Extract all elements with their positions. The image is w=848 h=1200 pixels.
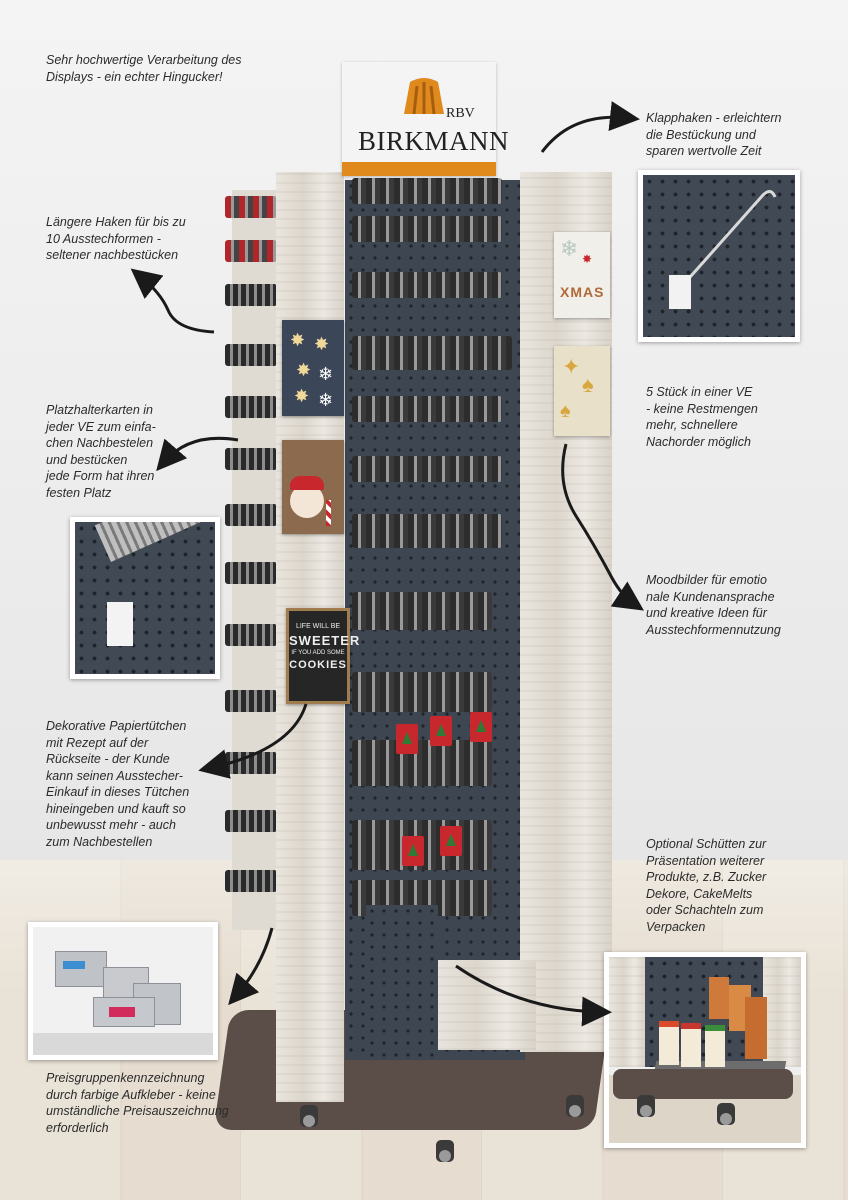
side-cutter <box>225 396 277 418</box>
mood-card-angel: ✦ ♠ ♠ <box>554 346 610 436</box>
chalk-line-1: LIFE WILL BE <box>295 623 341 630</box>
inset-photo-flip-hook <box>638 170 800 342</box>
cutter-row <box>352 396 502 422</box>
paper-bag <box>440 826 462 856</box>
chalk-line-3: IF YOU ADD SOME <box>291 650 345 656</box>
caption-flip-hooks: Klapphaken - erleichtern die Bestückung … <box>646 111 782 158</box>
caster-wheel <box>300 1105 318 1127</box>
mood-card-santa <box>282 440 344 534</box>
paper-bag <box>470 712 492 742</box>
caster-wheel <box>717 1103 735 1125</box>
caption-five-pieces: 5 Stück in einer VE - keine Restmengen m… <box>646 385 758 449</box>
price-sticker <box>63 961 85 969</box>
wood-column <box>763 957 801 1067</box>
chalk-line-4: COOKIES <box>289 659 347 671</box>
star-icon: ✸ <box>314 334 330 354</box>
tin <box>55 951 107 987</box>
star-icon: ✸ <box>296 360 312 380</box>
star-icon: ✸ <box>582 252 593 266</box>
sugar-jar <box>659 1021 679 1065</box>
caption-price-groups: Preisgruppenkennzeichnung durch farbige … <box>46 1071 229 1135</box>
brand-sub: RBV <box>446 106 475 121</box>
caption-paper-bags: Dekorative Papiertütchen mit Rezept auf … <box>46 719 190 849</box>
cutters-on-hook <box>94 522 207 562</box>
angel-icon: ♠ <box>560 400 571 422</box>
star-icon: ✸ <box>294 386 310 406</box>
star-icon: ✸ <box>290 330 306 350</box>
inset-photo-placeholder-card <box>70 517 220 679</box>
cutter-row <box>352 336 512 370</box>
cutter-row <box>352 672 492 712</box>
snowflake-icon: ❄ <box>318 390 334 410</box>
chalk-line-2: SWEETER <box>289 633 361 648</box>
angel-icon: ♠ <box>582 372 594 397</box>
caption-quality: Sehr hochwertige Verarbeitung des Displa… <box>46 53 242 84</box>
mood-card-stars: ✸ ✸ ✸ ❄ ✸ ❄ <box>282 320 344 416</box>
caption-mood-images: Moodbilder für emotio nale Kundenansprac… <box>646 573 781 637</box>
caption-hooks-long: Längere Haken für bis zu 10 Ausstechform… <box>46 215 186 262</box>
santa-hat-icon <box>290 476 324 490</box>
side-cutter <box>225 870 277 892</box>
wood-column-right <box>520 172 612 1052</box>
xmas-cookie-text: XMAS <box>560 284 605 300</box>
cutter-row <box>352 272 502 298</box>
caption-optional-bins: Optional Schütten zur Präsentation weite… <box>646 837 767 934</box>
display-base <box>613 1069 793 1099</box>
pegboard-photo <box>75 522 215 674</box>
tins-photo <box>33 927 213 1055</box>
cutter-row <box>352 514 502 548</box>
pegboard-photo <box>643 175 795 337</box>
table-surface <box>33 1033 213 1055</box>
pegboard-lower <box>366 905 438 1060</box>
brand-sign: RBV BIRKMANN <box>342 62 509 176</box>
side-cutter <box>225 240 277 262</box>
wood-column <box>609 957 645 1067</box>
side-rack <box>232 190 280 930</box>
cake-mold-logo-icon <box>404 78 444 115</box>
sugar-jar <box>681 1023 701 1067</box>
cutter-row <box>352 456 502 482</box>
cutter-row <box>352 592 492 630</box>
mood-card-xmas: ❄ ✸ XMAS <box>554 232 610 318</box>
side-cutter <box>225 690 277 712</box>
caster-wheel <box>436 1140 454 1162</box>
placeholder-card <box>107 602 133 646</box>
caster-wheel <box>637 1095 655 1117</box>
side-cutter <box>225 624 277 646</box>
side-cutter <box>225 504 277 526</box>
snowflake-icon: ❄ <box>318 364 334 384</box>
sugar-jar <box>705 1025 725 1067</box>
cutter-row <box>352 216 502 242</box>
paper-bag <box>430 716 452 746</box>
brand-band <box>342 162 496 176</box>
product-box <box>709 977 729 1019</box>
caster-wheel <box>566 1095 584 1117</box>
paper-bag <box>396 724 418 754</box>
product-box <box>745 997 767 1059</box>
gingerbread-icon: ✦ <box>562 354 581 379</box>
side-cutter <box>225 810 277 832</box>
inset-photo-price-tins <box>28 922 218 1060</box>
cutter-row <box>352 178 502 204</box>
side-cutter <box>225 284 277 306</box>
candy-cane-icon <box>326 500 331 526</box>
side-cutter <box>225 196 277 218</box>
price-sticker <box>109 1007 135 1017</box>
caption-placeholder-cards: Platzhalterkarten in jeder VE zum einfa-… <box>46 403 156 500</box>
hook-icon <box>669 190 777 309</box>
side-cutter <box>225 562 277 584</box>
bins-photo <box>609 957 801 1143</box>
cutter-row <box>352 740 492 786</box>
paper-bag <box>402 836 424 866</box>
wood-panel-bottom <box>436 960 536 1050</box>
chalkboard-sign: LIFE WILL BE SWEETER IF YOU ADD SOME COO… <box>286 608 361 704</box>
side-cutter <box>225 344 277 366</box>
inset-photo-optional-bins <box>604 952 806 1148</box>
side-cutter <box>225 448 277 470</box>
snowflake-icon: ❄ <box>560 236 579 261</box>
brand-name: BIRKMANN <box>358 126 510 156</box>
